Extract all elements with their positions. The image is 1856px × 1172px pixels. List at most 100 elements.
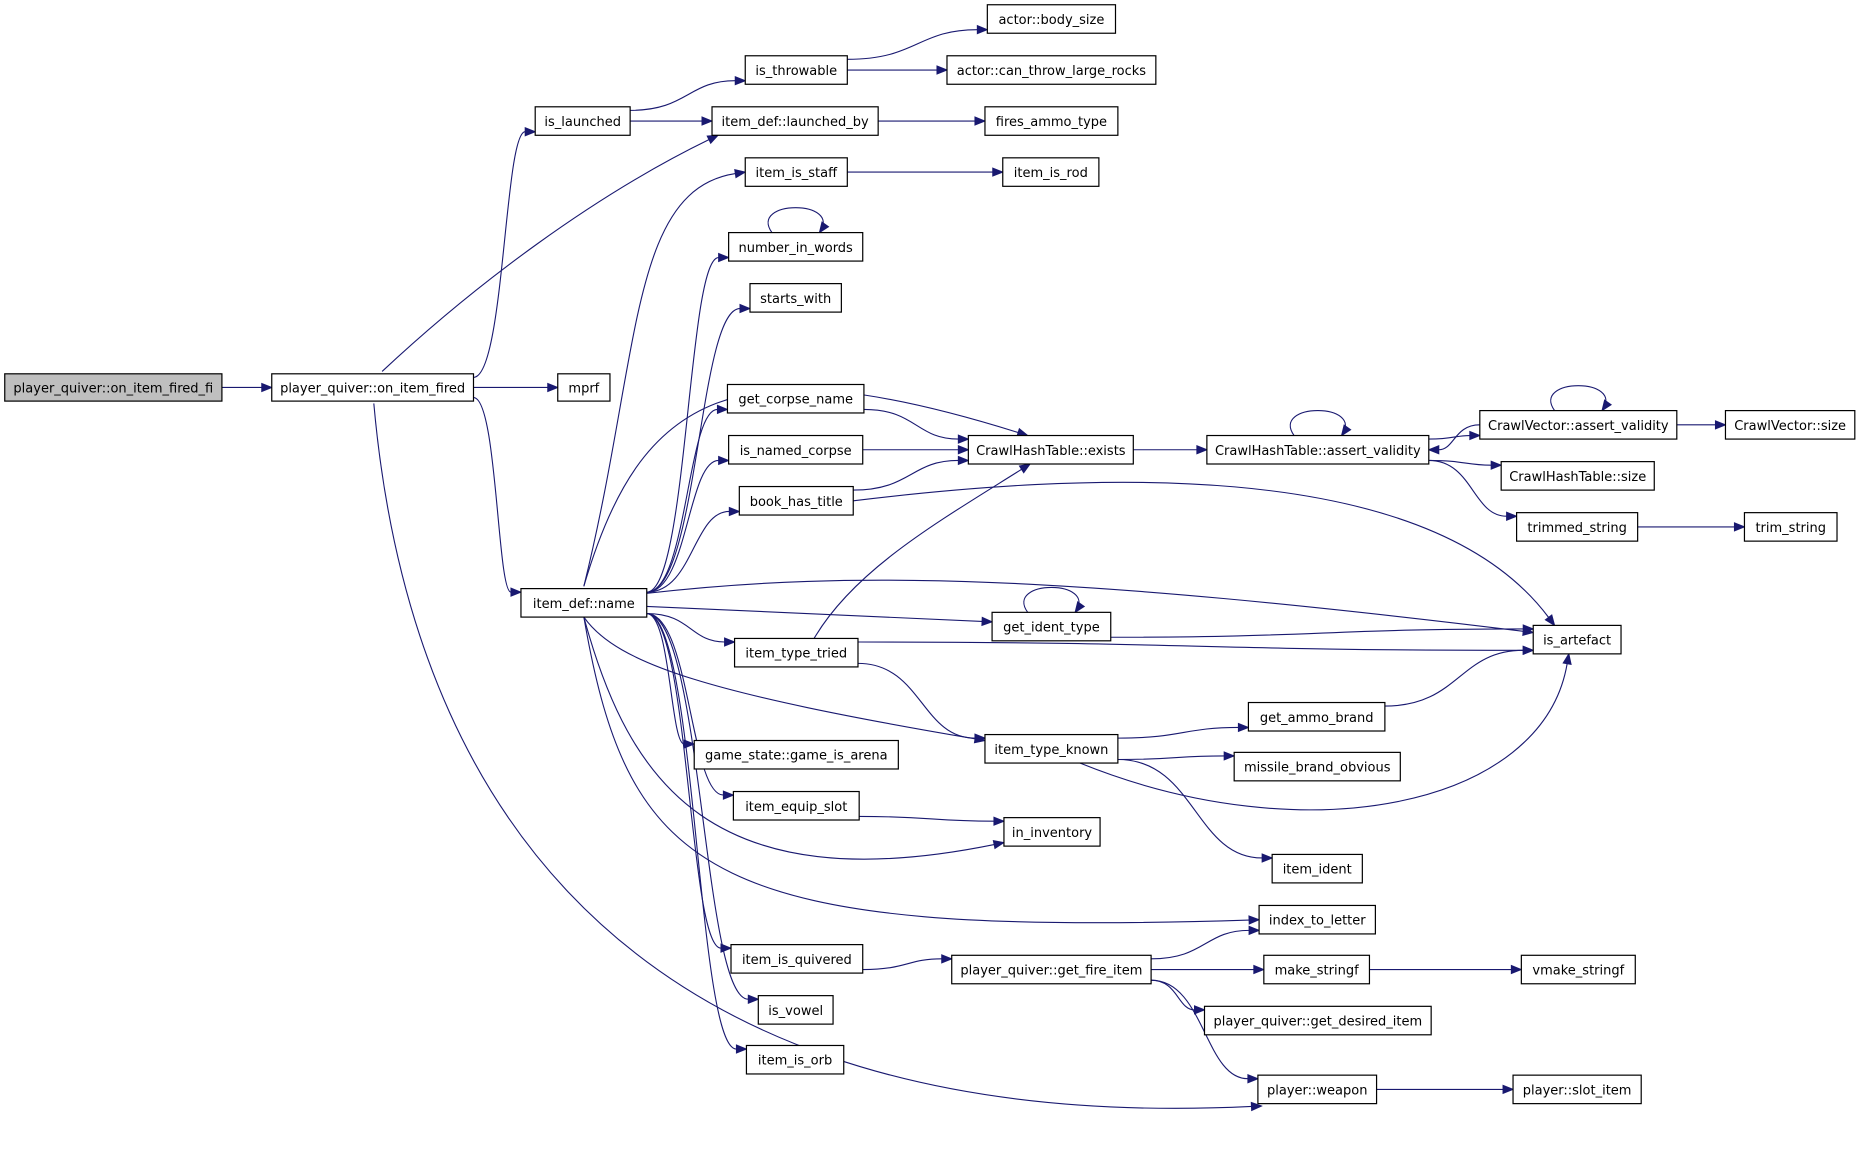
node-trimmed-string[interactable]: trimmed_string [1516,512,1639,542]
node-item-ident-box[interactable] [1271,853,1363,884]
node-root[interactable]: player_quiver::on_item_fired_fi [4,373,223,402]
edge-get_fire_item-to-index_to_letter-arrowhead [1248,925,1261,936]
node-item-is-orb-box[interactable] [745,1044,845,1075]
node-launched-by-label: item_def::launched_by [722,115,869,130]
node-get-desired-item[interactable]: player_quiver::get_desired_item [1203,1005,1432,1036]
node-item-ident[interactable]: item_ident [1271,853,1363,884]
node-is-named-corpse[interactable]: is_named_corpse [728,434,864,465]
node-missile-brand[interactable]: missile_brand_obvious [1233,751,1401,782]
node-starts-with[interactable]: starts_with [749,283,842,313]
node-on-item-fired[interactable]: player_quiver::on_item_fired [271,373,475,402]
node-fires-ammo[interactable]: fires_ammo_type [984,106,1119,136]
node-hash-assert[interactable]: CrawlHashTable::assert_validity [1206,434,1430,465]
node-item-name-box[interactable] [520,588,648,618]
node-get-corpse-name[interactable]: get_corpse_name [726,383,865,414]
node-is-vowel-box[interactable] [757,995,834,1025]
node-make-stringf[interactable]: make_stringf [1263,954,1371,985]
node-get-fire-item[interactable]: player_quiver::get_fire_item [951,954,1152,985]
node-trimmed-string-box[interactable] [1516,512,1639,542]
edge-number_in_words-to-number_in_words-line [767,207,824,233]
node-in-inventory-box[interactable] [1003,817,1101,847]
node-is-throwable[interactable]: is_throwable [744,55,848,85]
node-get-ammo-brand-box[interactable] [1247,701,1386,732]
node-item-type-known[interactable]: item_type_known [984,733,1119,764]
node-is-vowel[interactable]: is_vowel [757,995,834,1025]
node-item-is-quivered-label: item_is_quivered [742,953,852,968]
node-root-box[interactable] [4,373,223,402]
node-item-is-staff[interactable]: item_is_staff [744,157,848,187]
node-can-throw[interactable]: actor::can_throw_large_rocks [946,55,1157,85]
node-hash-exists[interactable]: CrawlHashTable::exists [967,434,1134,465]
node-body-size[interactable]: actor::body_size [986,4,1117,34]
node-mprf-box[interactable] [557,373,611,402]
node-trim-string-box[interactable] [1743,512,1838,542]
node-slot-item-box[interactable] [1512,1074,1642,1105]
node-item-type-tried-box[interactable] [733,637,859,668]
node-in-inventory[interactable]: in_inventory [1003,817,1101,847]
node-body-size-box[interactable] [986,4,1117,34]
node-item-type-known-box[interactable] [984,733,1119,764]
node-is-named-corpse-box[interactable] [728,434,864,465]
node-hash-size[interactable]: CrawlHashTable::size [1500,461,1655,491]
edge-item_name-to-item_equip_slot-arrowhead [722,790,735,800]
node-can-throw-box[interactable] [946,55,1157,85]
node-is-launched-box[interactable] [534,106,631,136]
node-item-is-quivered[interactable]: item_is_quivered [730,944,864,974]
node-get-desired-item-box[interactable] [1203,1005,1432,1036]
node-number-in-words-box[interactable] [728,231,864,262]
node-item-equip-slot[interactable]: item_equip_slot [732,790,860,821]
node-item-is-rod-box[interactable] [1002,157,1100,187]
node-trim-string[interactable]: trim_string [1743,512,1838,542]
node-index-to-letter[interactable]: index_to_letter [1258,904,1376,935]
node-hash-size-box[interactable] [1500,461,1655,491]
node-is-artefact-box[interactable] [1532,624,1622,655]
node-in-inventory-label: in_inventory [1012,826,1093,841]
node-hash-exists-box[interactable] [967,434,1134,465]
node-book-has-title[interactable]: book_has_title [738,485,854,516]
node-is-throwable-box[interactable] [744,55,848,85]
node-item-name[interactable]: item_def::name [520,588,648,618]
node-missile-brand-box[interactable] [1233,751,1401,782]
node-weapon-box[interactable] [1257,1074,1378,1105]
node-game-is-arena[interactable]: game_state::game_is_arena [693,739,899,770]
node-vec-size-box[interactable] [1724,409,1856,440]
node-game-is-arena-box[interactable] [693,739,899,770]
node-item-is-staff-box[interactable] [744,157,848,187]
node-book-has-title-box[interactable] [738,485,854,516]
node-vec-assert[interactable]: CrawlVector::assert_validity [1479,409,1678,440]
node-mprf[interactable]: mprf [557,373,611,402]
node-item-is-orb[interactable]: item_is_orb [745,1044,845,1075]
node-item-equip-slot-box[interactable] [732,790,860,821]
edge-hash_assert-to-vec_assert-arrowhead [1469,430,1482,441]
node-fires-ammo-box[interactable] [984,106,1119,136]
node-get-ident-type[interactable]: get_ident_type [991,611,1112,642]
edge-item_name-to-number_in_words-line [646,256,719,593]
node-hash-assert-box[interactable] [1206,434,1430,465]
node-on-item-fired-box[interactable] [271,373,475,402]
node-item-type-tried[interactable]: item_type_tried [733,637,859,668]
node-is-launched[interactable]: is_launched [534,106,631,136]
node-number-in-words[interactable]: number_in_words [728,231,864,262]
node-vec-assert-box[interactable] [1479,409,1678,440]
node-weapon[interactable]: player::weapon [1257,1074,1378,1105]
node-launched-by-box[interactable] [711,106,879,136]
node-item-is-rod[interactable]: item_is_rod [1002,157,1100,187]
node-launched-by[interactable]: item_def::launched_by [711,106,879,136]
node-vmake-stringf-box[interactable] [1520,954,1636,985]
node-get-ammo-brand[interactable]: get_ammo_brand [1247,701,1386,732]
node-item-is-quivered-box[interactable] [730,944,864,974]
node-vec-assert-label: CrawlVector::assert_validity [1488,419,1669,434]
node-get-fire-item-box[interactable] [951,954,1152,985]
node-get-corpse-name-box[interactable] [726,383,865,414]
node-vec-size[interactable]: CrawlVector::size [1724,409,1856,440]
node-make-stringf-box[interactable] [1263,954,1371,985]
node-get-ident-type-box[interactable] [991,611,1112,642]
edge-weapon-to-slot_item [1376,1084,1515,1095]
node-vmake-stringf[interactable]: vmake_stringf [1520,954,1636,985]
node-is-artefact[interactable]: is_artefact [1532,624,1622,655]
node-slot-item[interactable]: player::slot_item [1512,1074,1642,1105]
node-mprf-label: mprf [568,381,599,396]
edge-item_name-to-item_is_quivered [646,612,733,953]
node-starts-with-box[interactable] [749,283,842,313]
node-index-to-letter-box[interactable] [1258,904,1376,935]
